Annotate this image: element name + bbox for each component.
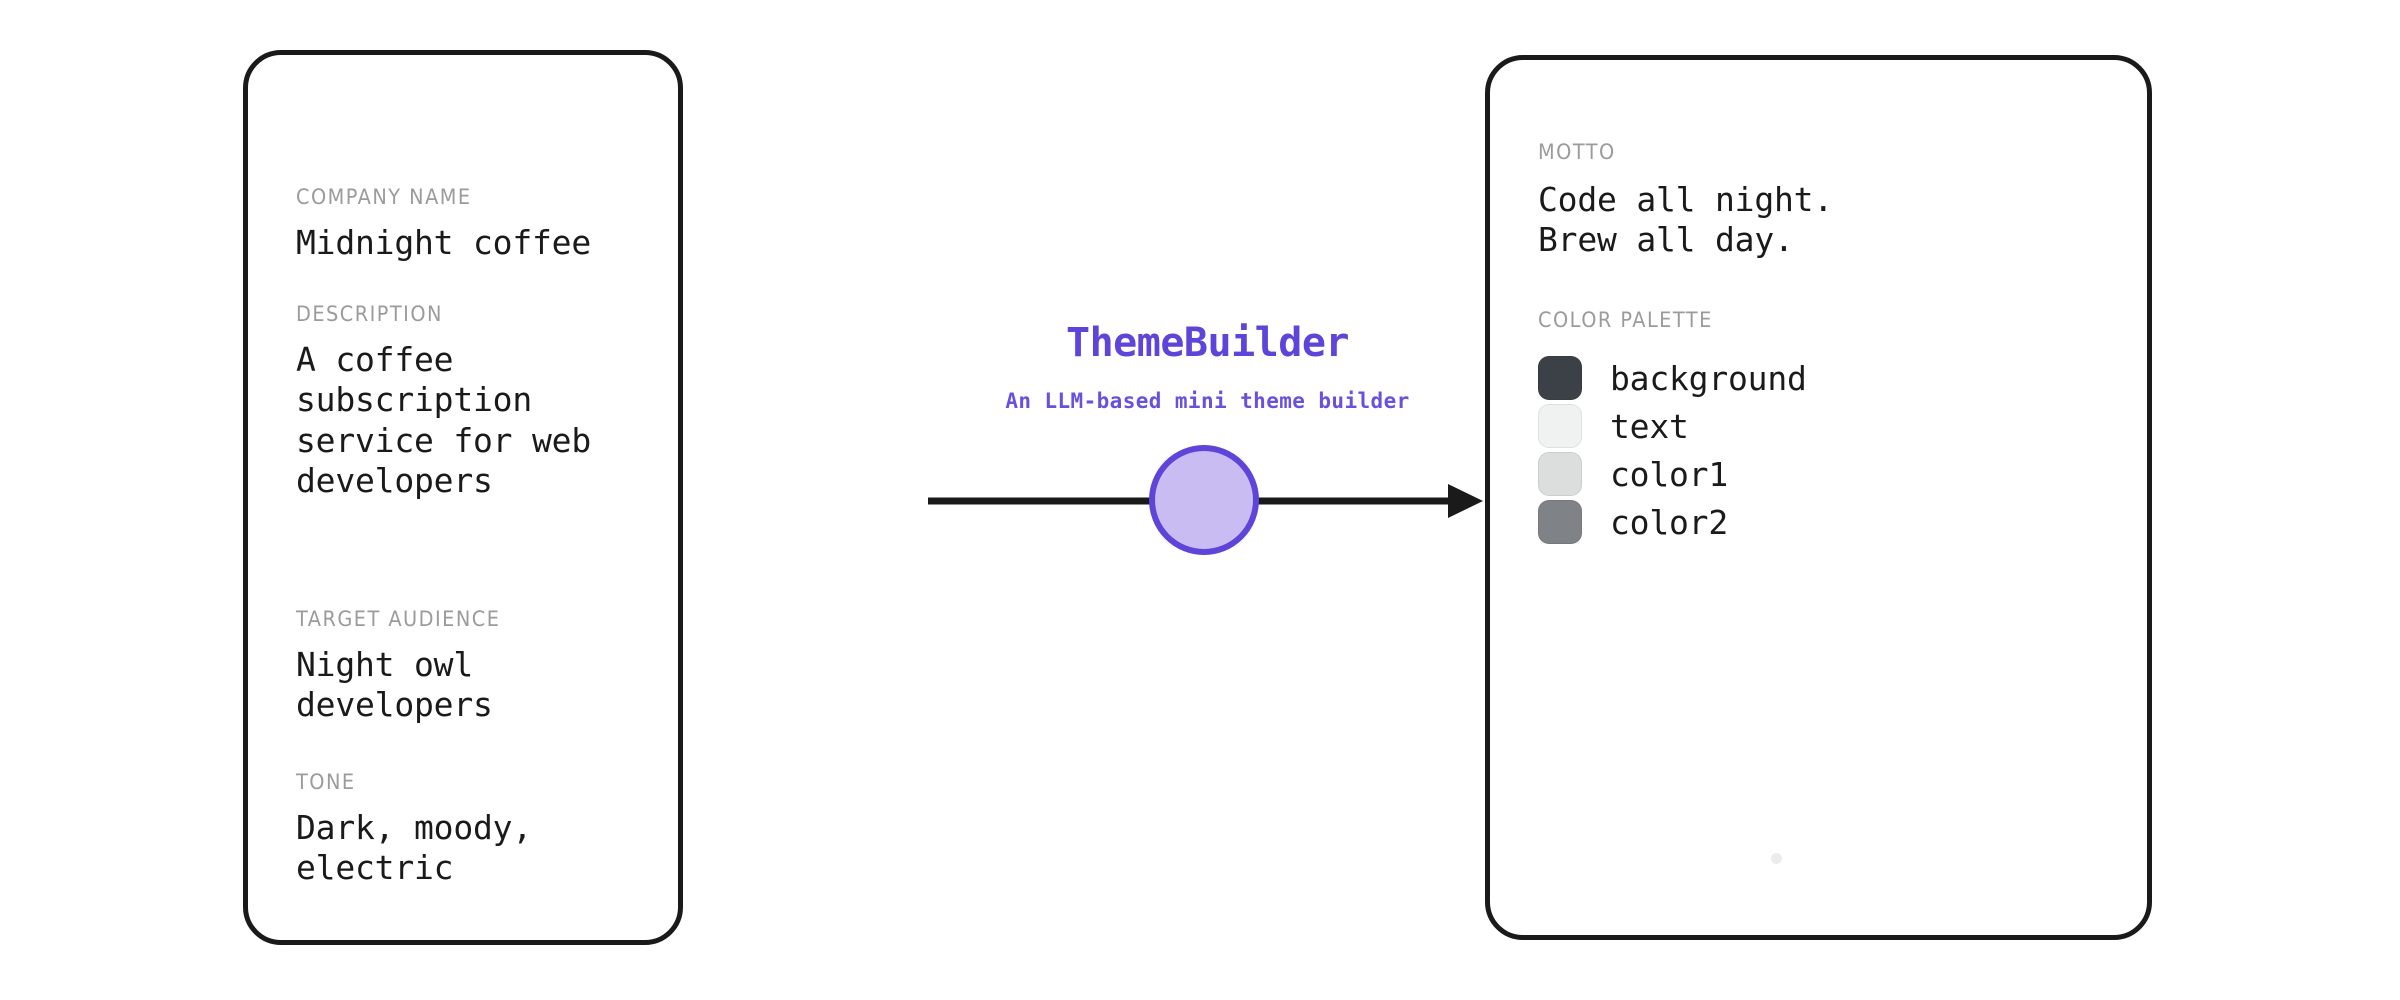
field-target-audience: TARGET AUDIENCE Night owl developers (296, 607, 644, 726)
field-label-description: DESCRIPTION (296, 302, 443, 326)
field-tone: TONE Dark, moody, electric (296, 770, 644, 889)
input-card: COMPANY NAME Midnight coffee DESCRIPTION… (243, 50, 683, 945)
app-subtitle: An LLM-based mini theme builder (1005, 389, 1410, 413)
palette-row: color1 (1538, 450, 1807, 498)
color-swatch-background[interactable] (1538, 356, 1582, 400)
field-label-tone: TONE (296, 770, 356, 794)
field-value-company-name: Midnight coffee (296, 223, 592, 262)
color-swatch-color2[interactable] (1538, 500, 1582, 544)
field-label-company-name: COMPANY NAME (296, 185, 472, 209)
color-swatch-label: background (1610, 358, 1807, 398)
field-description: DESCRIPTION A coffee subscription servic… (296, 302, 644, 501)
output-card: MOTTO Code all night. Brew all day. COLO… (1485, 55, 2152, 940)
color-swatch-label: color1 (1610, 454, 1729, 494)
color-palette-list: background text color1 color2 (1538, 354, 1807, 546)
field-value-target-audience: Night owl developers (296, 645, 493, 725)
field-company-name: COMPANY NAME Midnight coffee (296, 185, 591, 263)
color-swatch-label: color2 (1610, 502, 1729, 542)
field-label-motto: MOTTO (1538, 140, 1616, 164)
process-node (1149, 445, 1259, 555)
field-value-motto: Code all night. Brew all day. (1538, 180, 1834, 260)
palette-row: background (1538, 354, 1807, 402)
field-label-color-palette: COLOR PALETTE (1538, 308, 1713, 332)
field-value-tone: Dark, moody, electric (296, 808, 533, 888)
field-color-palette: COLOR PALETTE background text color1 (1538, 308, 1807, 864)
field-value-description: A coffee subscription service for web de… (296, 340, 592, 500)
color-swatch-label: text (1610, 406, 1689, 446)
palette-status-dot (1771, 853, 1782, 864)
palette-row: color2 (1538, 498, 1807, 546)
field-label-target-audience: TARGET AUDIENCE (296, 607, 501, 631)
color-swatch-text[interactable] (1538, 404, 1582, 448)
color-swatch-color1[interactable] (1538, 452, 1582, 496)
app-title: ThemeBuilder (1066, 320, 1349, 366)
field-motto: MOTTO Code all night. Brew all day. (1538, 140, 1833, 261)
palette-row: text (1538, 402, 1807, 450)
